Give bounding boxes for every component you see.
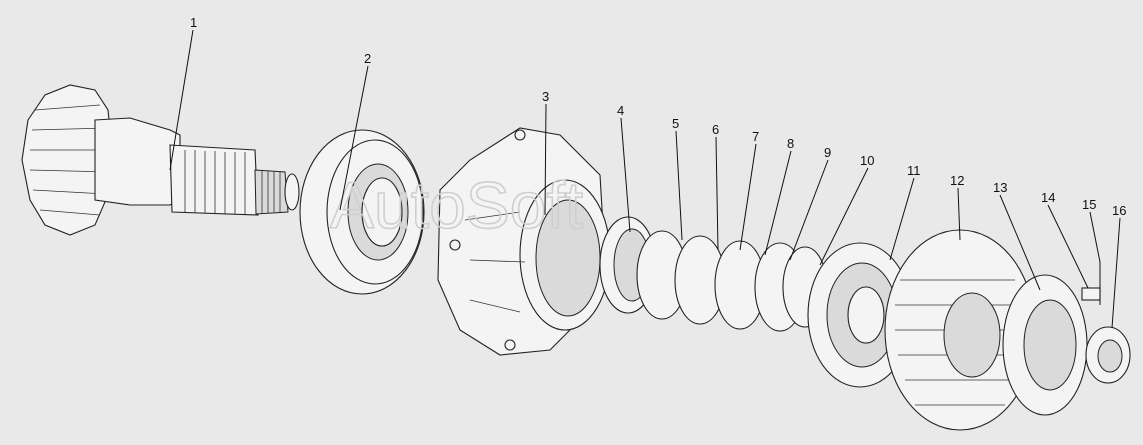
callout-1: 1	[190, 15, 197, 30]
bearing-housing	[437, 127, 611, 356]
spacer-rings	[599, 216, 828, 332]
callout-14: 14	[1041, 190, 1055, 205]
pinion-shaft	[21, 84, 300, 236]
callout-4: 4	[617, 103, 624, 118]
callout-6: 6	[712, 122, 719, 137]
callout-7: 7	[752, 129, 759, 144]
spur-gear	[884, 229, 1036, 431]
callout-13: 13	[993, 180, 1007, 195]
callout-5: 5	[672, 116, 679, 131]
callout-16: 16	[1112, 203, 1126, 218]
callout-9: 9	[824, 145, 831, 160]
second-bearing	[807, 242, 913, 388]
callout-10: 10	[860, 153, 874, 168]
callout-8: 8	[787, 136, 794, 151]
callout-3: 3	[542, 89, 549, 104]
callout-2: 2	[364, 51, 371, 66]
callout-12: 12	[950, 173, 964, 188]
roller-bearing	[299, 129, 425, 295]
leader-lines	[169, 29, 1121, 329]
callout-15: 15	[1082, 197, 1096, 212]
flange	[1002, 274, 1088, 416]
callout-11: 11	[907, 163, 921, 178]
nut-and-bolt	[1081, 262, 1131, 384]
callout-labels: 1 2 3 4 5 6 7 8 9 10 11 12 13 14 15 16	[190, 15, 1126, 218]
watermark-text: AutoSoft	[330, 168, 583, 242]
